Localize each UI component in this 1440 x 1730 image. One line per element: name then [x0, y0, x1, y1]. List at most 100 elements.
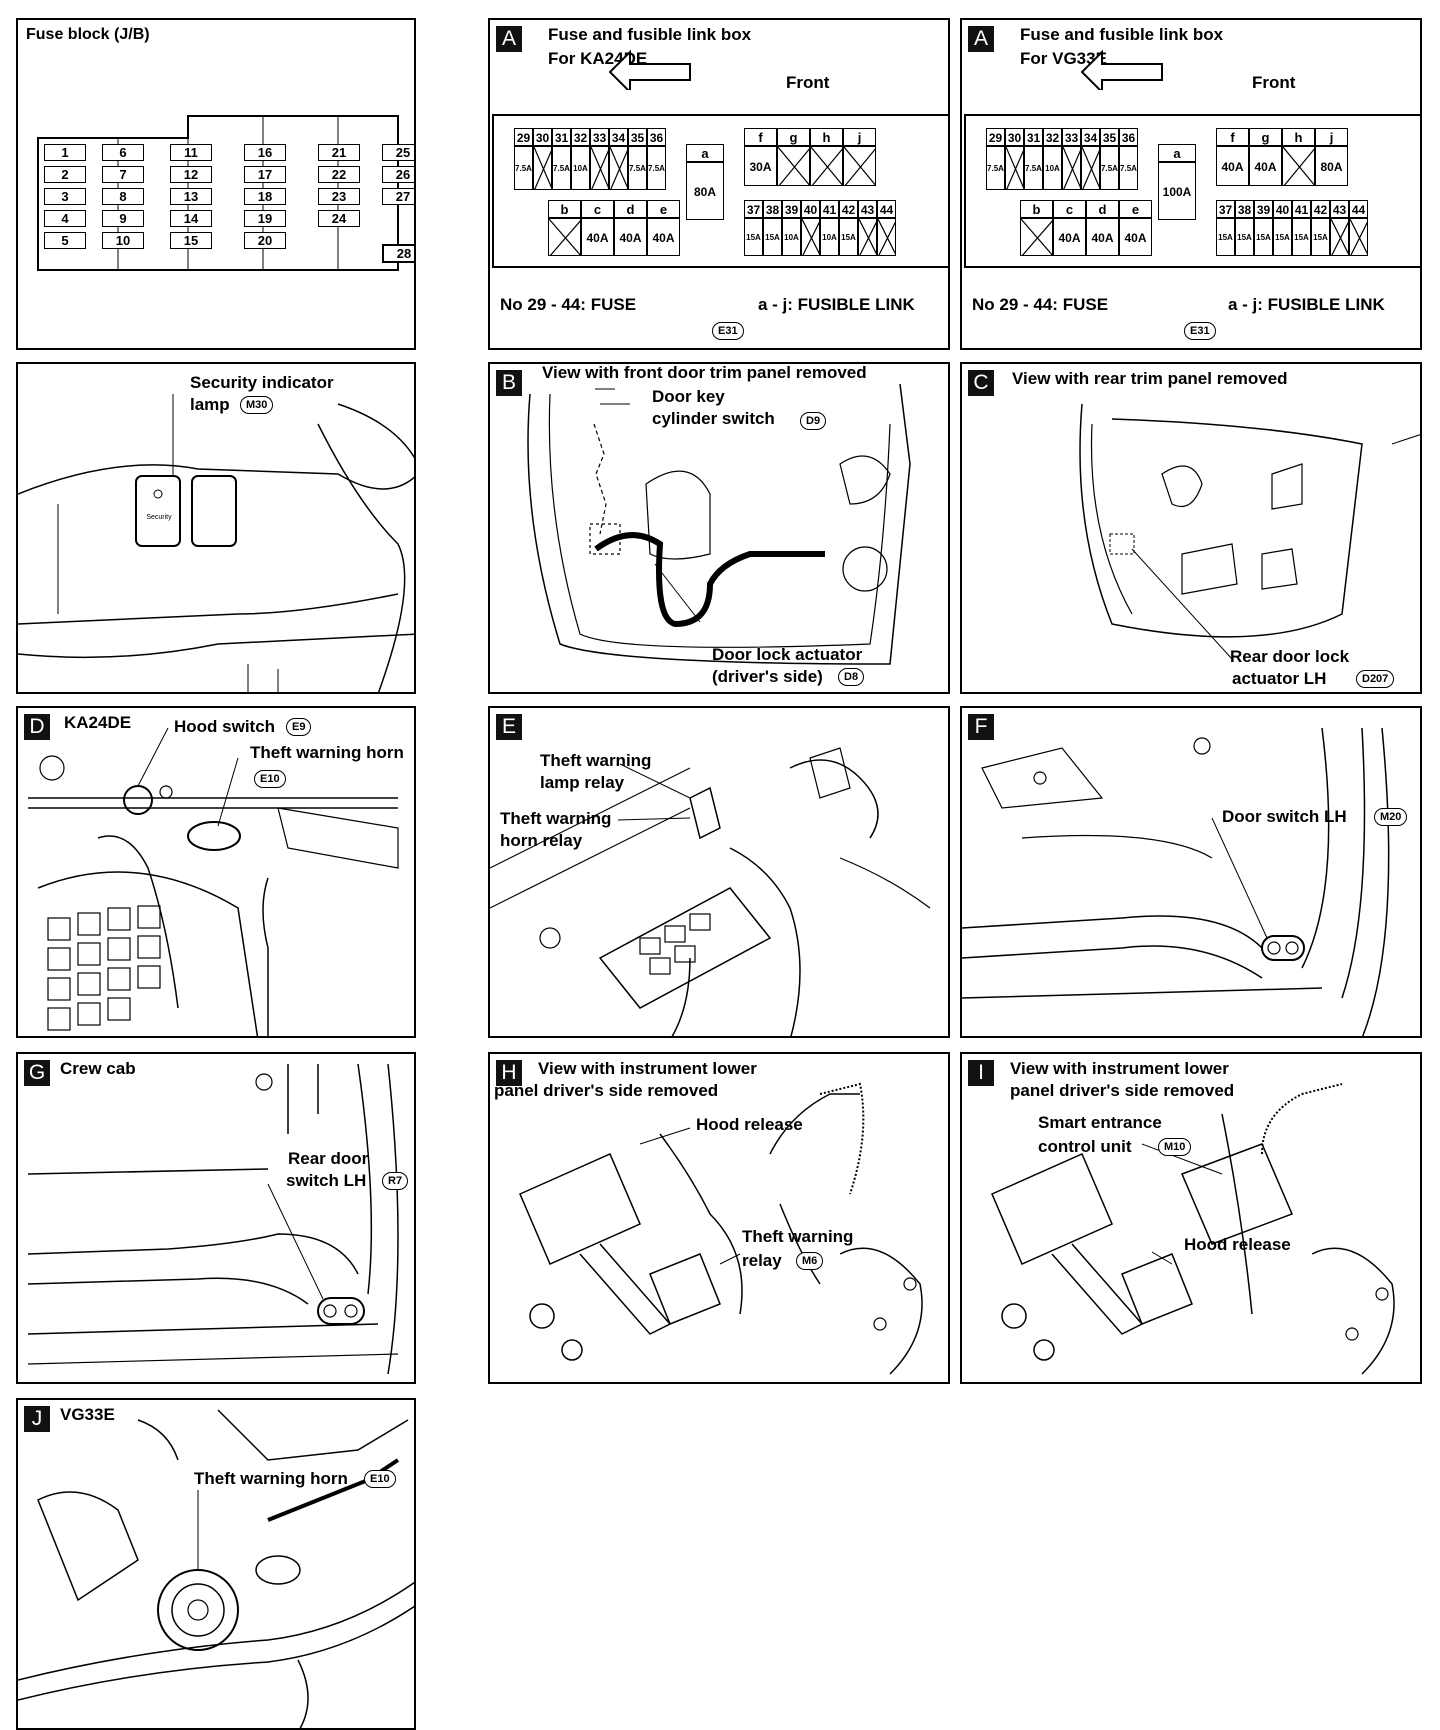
- fuse-link-cell: 15A: [839, 218, 858, 256]
- fuse-link-cell: c: [1053, 200, 1086, 218]
- fuse-link-cell: 35: [1100, 128, 1119, 146]
- panel-g-connector-badge: R7: [382, 1172, 409, 1190]
- empty-slot-cell: [858, 218, 877, 256]
- fuse-link-cell: 40A: [647, 218, 680, 256]
- fuse-cell: 28: [382, 244, 414, 263]
- fuse-link-cell: 15A: [1311, 218, 1330, 256]
- empty-slot-cell: [801, 218, 820, 256]
- fuse-link-cell: 32: [571, 128, 590, 146]
- panel-letter-f: F: [968, 714, 994, 740]
- empty-slot-cell: [843, 146, 876, 186]
- panel-d-hood-switch-label: Hood switch: [174, 717, 276, 736]
- panel-e-lamp-relay-line2: lamp relay: [540, 773, 625, 792]
- panel-f-door-switch: F Door switch LH M20: [960, 706, 1422, 1038]
- fuse-link-cell: 30A: [744, 146, 777, 186]
- fuse-link-cell: b: [1020, 200, 1053, 218]
- panel-f-connector-badge: M20: [1374, 808, 1408, 826]
- panel-b-key-line1: Door key: [652, 387, 725, 406]
- fuse-link-cell: a: [1158, 144, 1196, 162]
- fuse-link-cell: j: [1315, 128, 1348, 146]
- panel-j-title: VG33E: [60, 1405, 115, 1424]
- fuse-link-cell: 30: [1005, 128, 1024, 146]
- panel-h-connector-badge: M6: [796, 1252, 824, 1270]
- panel-c-label-line1: Rear door lock: [1230, 647, 1350, 666]
- instrument-lower-illustration-h: [519, 1082, 923, 1375]
- fuse-link-cell: e: [647, 200, 680, 218]
- panel-letter-b: B: [496, 370, 522, 396]
- empty-slot-cell: [810, 146, 843, 186]
- fuse-link-cell: 36: [647, 128, 666, 146]
- fuse-cell: 4: [44, 210, 86, 227]
- panel-h-title-line2: panel driver's side removed: [494, 1081, 719, 1100]
- empty-slot-cell: [590, 146, 609, 190]
- fusible-ka-front-label: Front: [786, 73, 830, 92]
- fuse-link-cell: b: [548, 200, 581, 218]
- fuse-cell: 18: [244, 188, 286, 205]
- panel-e-lamp-relay-line1: Theft warning: [540, 751, 652, 770]
- fuse-link-cell: d: [1086, 200, 1119, 218]
- fuse-link-cell: 80A: [1315, 146, 1348, 186]
- fuse-cell: 10: [102, 232, 144, 249]
- fuse-cell: 21: [318, 144, 360, 161]
- fuse-link-cell: h: [1282, 128, 1315, 146]
- panel-e-horn-relay-line2: horn relay: [500, 831, 583, 850]
- fuse-cell: 23: [318, 188, 360, 205]
- fuse-link-cell: 40A: [1119, 218, 1152, 256]
- fuse-link-cell: 43: [1330, 200, 1349, 218]
- fuse-link-cell: 40: [801, 200, 820, 218]
- fuse-block-drawing: [37, 115, 399, 271]
- fuse-link-cell: g: [1249, 128, 1282, 146]
- panel-g-title: Crew cab: [60, 1059, 136, 1078]
- fuse-link-cell: 100A: [1158, 162, 1196, 220]
- panel-i-unit-line2: control unit: [1038, 1137, 1132, 1156]
- fuse-link-cell: 10A: [1043, 146, 1062, 190]
- fuse-link-cell: f: [744, 128, 777, 146]
- panel-b-title: View with front door trim panel removed: [542, 363, 867, 382]
- fuse-cell: 16: [244, 144, 286, 161]
- fuse-link-cell: 41: [1292, 200, 1311, 218]
- fuse-link-cell: 10A: [820, 218, 839, 256]
- empty-slot-cell: [609, 146, 628, 190]
- fuse-link-cell: 15A: [1254, 218, 1273, 256]
- fuse-link-cell: 40A: [1053, 218, 1086, 256]
- dashboard-illustration: [18, 394, 414, 692]
- fuse-cell: 9: [102, 210, 144, 227]
- panel-g-label-line1: Rear door: [288, 1149, 369, 1168]
- panel-h-relay-line2: relay: [742, 1251, 782, 1270]
- fuse-link-cell: 31: [552, 128, 571, 146]
- panel-b-actuator-line1: Door lock actuator: [712, 645, 863, 664]
- fuse-cell: 6: [102, 144, 144, 161]
- fuse-block-title: Fuse block (J/B): [26, 26, 150, 43]
- fuse-link-cell: d: [614, 200, 647, 218]
- fuse-cell: 1: [44, 144, 86, 161]
- fuse-link-cell: 34: [609, 128, 628, 146]
- panel-letter-c: C: [968, 370, 994, 396]
- fuse-cell: 27: [382, 188, 414, 205]
- fuse-link-cell: 35: [628, 128, 647, 146]
- fuse-link-cell: 10A: [782, 218, 801, 256]
- fuse-link-cell: j: [843, 128, 876, 146]
- fuse-link-cell: 15A: [1235, 218, 1254, 256]
- fuse-link-cell: 39: [782, 200, 801, 218]
- fusible-link-ka24de-panel: A Fuse and fusible link box For KA24DE F…: [488, 18, 950, 350]
- empty-slot-cell: [1005, 146, 1024, 190]
- fuse-cell: 24: [318, 210, 360, 227]
- panel-g-crew-cab: G Crew cab Rear door switch LH R7: [16, 1052, 416, 1384]
- fuse-link-cell: 15A: [1216, 218, 1235, 256]
- panel-letter-a-vg: A: [968, 26, 994, 52]
- empty-slot-cell: [1062, 146, 1081, 190]
- panel-d-horn-label: Theft warning horn: [250, 743, 404, 762]
- fuse-cell: 26: [382, 166, 414, 183]
- panel-b-front-door: B View with front door trim panel remove…: [488, 362, 950, 694]
- fuse-link-cell: 40A: [1216, 146, 1249, 186]
- empty-slot-cell: [1081, 146, 1100, 190]
- empty-slot-cell: [1020, 218, 1053, 256]
- panel-c-label-line2: actuator LH: [1232, 669, 1327, 688]
- panel-b-actuator-connector: D8: [838, 668, 865, 686]
- empty-slot-cell: [1282, 146, 1315, 186]
- fuse-cell: 2: [44, 166, 86, 183]
- panel-c-connector-badge: D207: [1356, 670, 1395, 688]
